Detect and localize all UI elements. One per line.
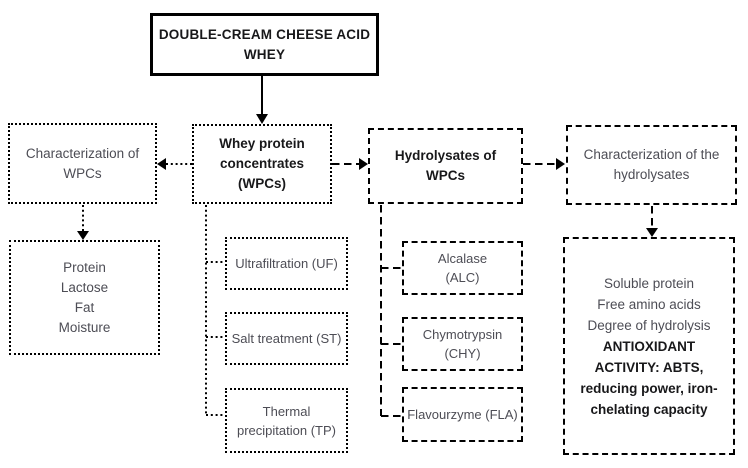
- node-chymotrypsin: Chymotrypsin(CHY): [402, 317, 523, 371]
- arrow-topbox-to-wpc: [256, 76, 268, 124]
- node-flavourzyme: Flavourzyme (FLA): [402, 387, 523, 442]
- arrow-hydrochar-to-analysis: [646, 206, 658, 237]
- branch-wpc-to-treatments: [205, 205, 224, 416]
- node-ultrafiltration: Ultrafiltration (UF): [225, 237, 348, 290]
- arrow-wpc-to-hydrolysates: [332, 158, 368, 170]
- arrow-hydrolysates-to-characterization: [523, 158, 565, 170]
- node-salt-treatment: Salt treatment (ST): [225, 312, 348, 365]
- arrow-wpc-to-characterization: [157, 158, 192, 170]
- branch-hydrolysates-to-enzymes: [380, 205, 401, 417]
- arrow-characterization-to-composition: [77, 205, 89, 240]
- node-alcalase: Alcalase(ALC): [402, 241, 523, 295]
